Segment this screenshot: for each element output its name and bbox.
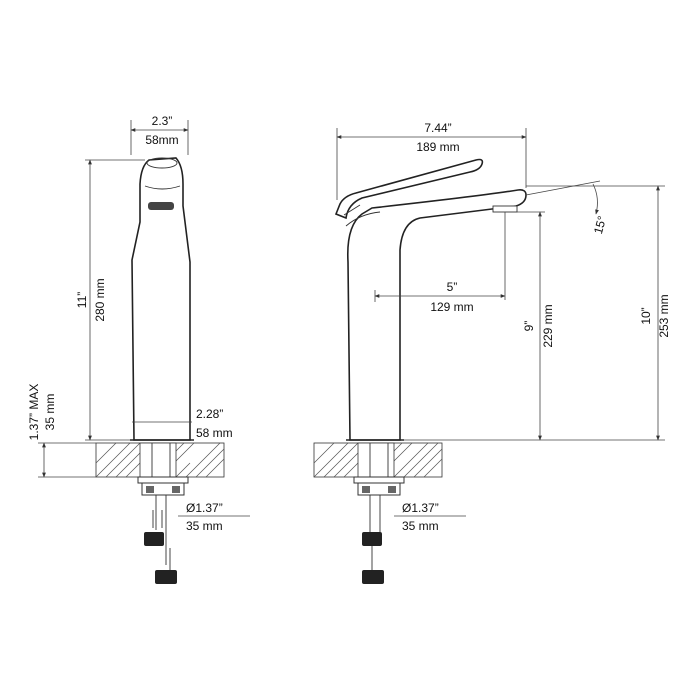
side-deck-max-mm: 35 mm [43,394,57,431]
front-aerator [492,205,518,213]
front-dim-spout-height: 9” 229 mm [404,211,555,441]
front-spout-height-mm: 229 mm [541,304,555,347]
side-faucet-body [131,157,191,441]
front-spout-height-in: 9” [522,321,536,332]
side-top-width-in: 2.3” [152,114,173,128]
front-angle: 15° [591,214,609,235]
front-reach-in: 5” [447,280,458,294]
side-hole-dia-mm: 35 mm [186,519,223,533]
side-top-width-mm: 58mm [145,133,178,147]
side-top-cap [146,157,178,169]
handle-lever-icon [334,158,484,220]
front-dim-total-height: 10” 253 mm [526,185,671,441]
front-faucet-body [346,189,527,441]
front-spout-length-in: 7.44” [424,121,451,135]
front-dim-angle: 15° [525,180,609,236]
front-hose-nut-1 [362,532,382,546]
side-base-width-in: 2.28” [196,407,223,421]
side-dim-hole: Ø1.37” 35 mm [178,501,250,533]
side-base-width-mm: 58 mm [196,426,233,440]
front-hole-dia-mm: 35 mm [402,519,439,533]
side-deck-max-in: 1.37” MAX [27,384,41,441]
side-hose-nut-2 [155,570,177,584]
front-dim-spout-length: 7.44” 189 mm [336,121,527,200]
side-deck [95,442,225,478]
front-total-height-in: 10” [639,307,653,324]
side-hole-dia-in: Ø1.37” [186,501,223,515]
front-spout-length-mm: 189 mm [416,140,459,154]
front-total-height-mm: 253 mm [657,294,671,337]
side-dim-top-width: 2.3” 58mm [130,114,189,155]
side-view: 2.3” 58mm 11” 280 mm 1.37” MAX 35 mm 2.2… [27,114,250,584]
front-hose-nut-2 [362,570,384,584]
side-height-in: 11” [75,292,89,308]
front-hole-dia-in: Ø1.37” [402,501,439,515]
aerator-icon [148,202,174,210]
front-view: 7.44” 189 mm 5” 129 mm 9” 229 mm 10” 253… [313,121,671,584]
front-mounting-hardware [353,443,405,584]
side-dim-base-width: 2.28” 58 mm [132,407,233,440]
side-mounting-hardware [137,443,189,584]
side-dim-deck-max: 1.37” MAX 35 mm [27,384,96,478]
side-dim-height: 11” 280 mm [75,159,145,441]
front-dim-reach: 5” 129 mm [374,280,506,314]
side-hose-nut-1 [144,532,164,546]
front-dim-hole: Ø1.37” 35 mm [394,501,466,533]
side-height-mm: 280 mm [93,278,107,321]
front-deck [313,442,443,478]
front-reach-mm: 129 mm [430,300,473,314]
